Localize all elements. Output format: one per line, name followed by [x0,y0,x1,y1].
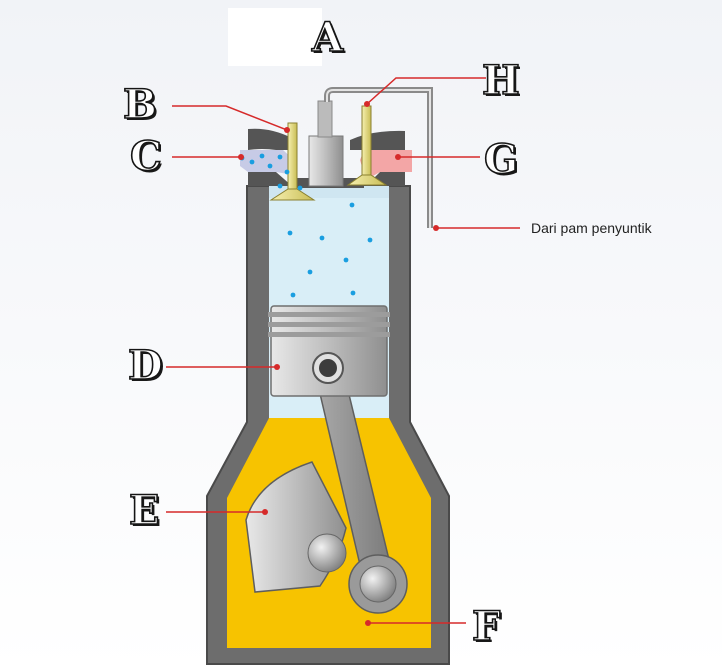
head-left [248,128,292,150]
leader-dot [274,364,280,370]
label-d-text: D [128,342,163,389]
label-b-text: B [123,81,157,128]
droplet [297,185,303,191]
svg-text:G: G [486,138,520,185]
svg-text:B: B [125,83,159,130]
crankshaft-main-journal [307,533,347,573]
svg-text:C: C [132,135,164,182]
droplet [284,169,290,175]
intake-valve-stem [287,122,298,196]
leader-dot [238,154,244,160]
crank-pin [359,565,397,603]
svg-text:D: D [130,344,165,391]
label-b: B B [122,80,159,130]
droplet [350,290,356,296]
droplet [259,153,265,159]
droplet [277,183,283,189]
label-a: A A [310,13,346,63]
fuel-pipe-inner [326,89,431,228]
exhaust-valve-head [346,174,388,186]
label-g: G G [483,135,520,185]
label-c-text: C [130,133,162,180]
injector-icon [308,100,344,187]
piston-ring [268,312,390,317]
droplet [267,163,273,169]
droplet [287,230,293,236]
injector-body [308,135,344,187]
leader-line-b [172,105,288,131]
droplet [290,292,296,298]
intake-valve-icon [269,122,316,201]
label-h-text: H [482,57,520,104]
head-left-lower [248,172,292,186]
annotation-fuel-pump: Dari pam penyuntik [531,220,653,236]
connecting-rod-icon [317,377,408,614]
svg-text:F: F [474,605,502,652]
leader-dot [262,509,268,515]
droplet [319,235,325,241]
droplet [307,269,313,275]
exhaust-valve-stem [361,105,372,179]
leader-dot [433,225,439,231]
label-g-text: G [484,136,518,183]
svg-text:H: H [484,59,522,106]
svg-text:E: E [131,489,162,536]
droplet [343,257,349,263]
label-d: D D [127,341,165,391]
intake-valve-head [269,188,316,201]
leader-dot [364,101,370,107]
label-f: F F [471,602,502,652]
leader-dot [284,127,290,133]
label-a-text: A [311,14,344,61]
droplet [367,237,373,243]
label-h: H H [481,56,522,106]
gudgeon-pin [319,359,337,377]
piston-ring [268,332,390,337]
leader-endpoints [238,101,439,626]
droplet [277,154,283,160]
droplet [349,202,355,208]
piston-body [270,305,388,397]
leader-line-h [366,77,486,105]
label-e-text: E [129,487,160,534]
piston-icon [268,305,390,397]
label-c: C C [129,132,164,182]
leader-dot [365,620,371,626]
droplet [249,159,255,165]
label-e: E E [128,486,162,536]
leader-dot [395,154,401,160]
label-f-text: F [472,603,500,650]
background-patch [228,8,322,66]
piston-ring [268,322,390,327]
svg-text:A: A [313,16,346,63]
leader-lines [166,77,520,624]
injector-tip [317,100,333,138]
